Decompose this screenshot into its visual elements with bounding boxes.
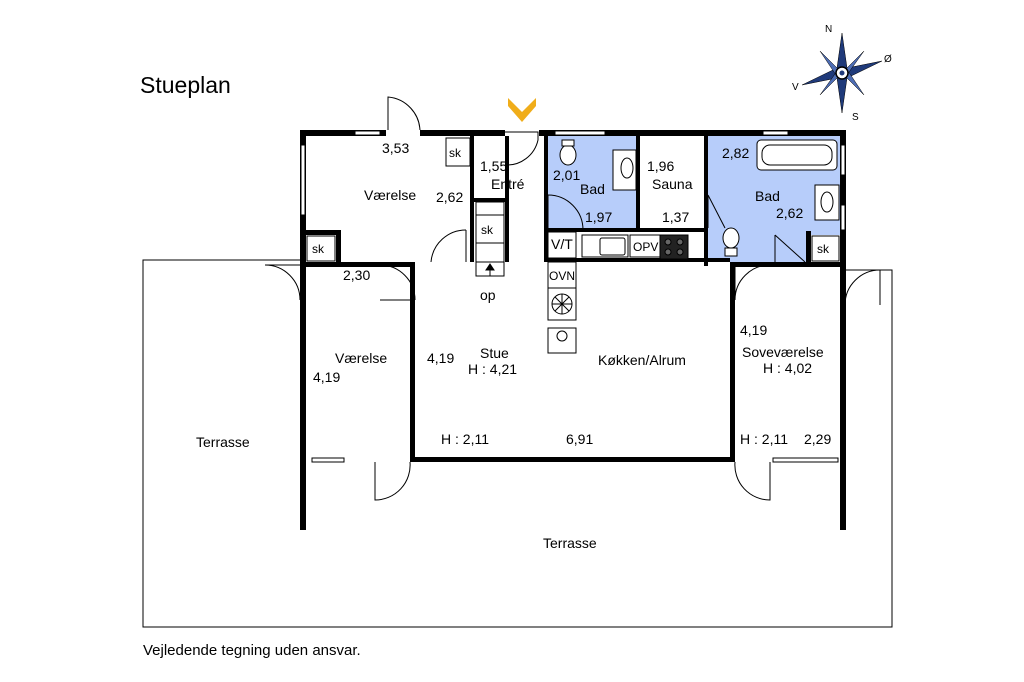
opv-label: OPV [633, 240, 658, 254]
bad1-dimension-2: 1,97 [585, 209, 612, 225]
entre-label: Entré [491, 176, 525, 192]
bad2-dimension-1: 2,82 [722, 145, 749, 161]
vaerelse-left-label: Værelse [335, 350, 387, 366]
vaerelse-top-height: 2,62 [436, 189, 463, 205]
sauna-dimension-1: 1,96 [647, 158, 674, 174]
entrance-arrow-icon [508, 98, 536, 122]
bad2-dimension-2: 2,62 [776, 205, 803, 221]
closet-label: sk [817, 242, 830, 256]
stue-width: 6,91 [566, 431, 593, 447]
sove-label: Soveværelse [742, 344, 824, 360]
windows [300, 130, 846, 463]
stairs-label: op [480, 287, 496, 303]
vaerelse-top-width: 3,53 [382, 140, 409, 156]
terrasse-bottom-label: Terrasse [543, 535, 597, 551]
stairs [475, 201, 505, 277]
compass-west: V [792, 82, 799, 93]
bathroom-fixtures [559, 139, 840, 257]
plan-title: Stueplan [140, 72, 231, 98]
room-labels: 3,53 Værelse 2,62 sk sk sk sk 1,55 Entré… [196, 140, 831, 551]
bad1-dimension-1: 2,01 [553, 167, 580, 183]
vt-label: V/T [551, 236, 573, 252]
kitchen-fixtures [547, 231, 689, 354]
closet-label: sk [312, 242, 325, 256]
compass-south: S [852, 112, 859, 123]
sauna-label: Sauna [652, 176, 693, 192]
vaerelse-left-width: 2,30 [343, 267, 370, 283]
closet-label: sk [449, 146, 462, 160]
ovn-label: OVN [549, 269, 575, 283]
sove-dimension: 4,19 [740, 322, 767, 338]
stue-lower-height: H : 2,11 [441, 431, 489, 447]
stue-height: H : 4,21 [468, 361, 517, 377]
stue-dimension: 4,19 [427, 350, 454, 366]
disclaimer-text: Vejledende tegning uden ansvar. [143, 642, 361, 659]
vaerelse-left-height: 4,19 [313, 369, 340, 385]
terrasse-left-label: Terrasse [196, 434, 250, 450]
sove-width: 2,29 [804, 431, 831, 447]
entre-dimension: 1,55 [480, 158, 507, 174]
sove-lower-height: H : 2,11 [740, 431, 788, 447]
compass-east: Ø [884, 54, 892, 65]
koekken-label: Køkken/Alrum [598, 352, 686, 368]
bad1-label: Bad [580, 181, 605, 197]
sauna-dimension-2: 1,37 [662, 209, 689, 225]
doors [264, 96, 881, 501]
compass-icon [801, 32, 883, 114]
stue-label: Stue [480, 345, 509, 361]
bad2-label: Bad [755, 188, 780, 204]
vaerelse-top-label: Værelse [364, 187, 416, 203]
terrace-outline [142, 259, 893, 628]
compass-north: N [825, 24, 832, 35]
sove-height: H : 4,02 [763, 360, 812, 376]
closet-label: sk [481, 223, 494, 237]
closets [306, 137, 840, 262]
